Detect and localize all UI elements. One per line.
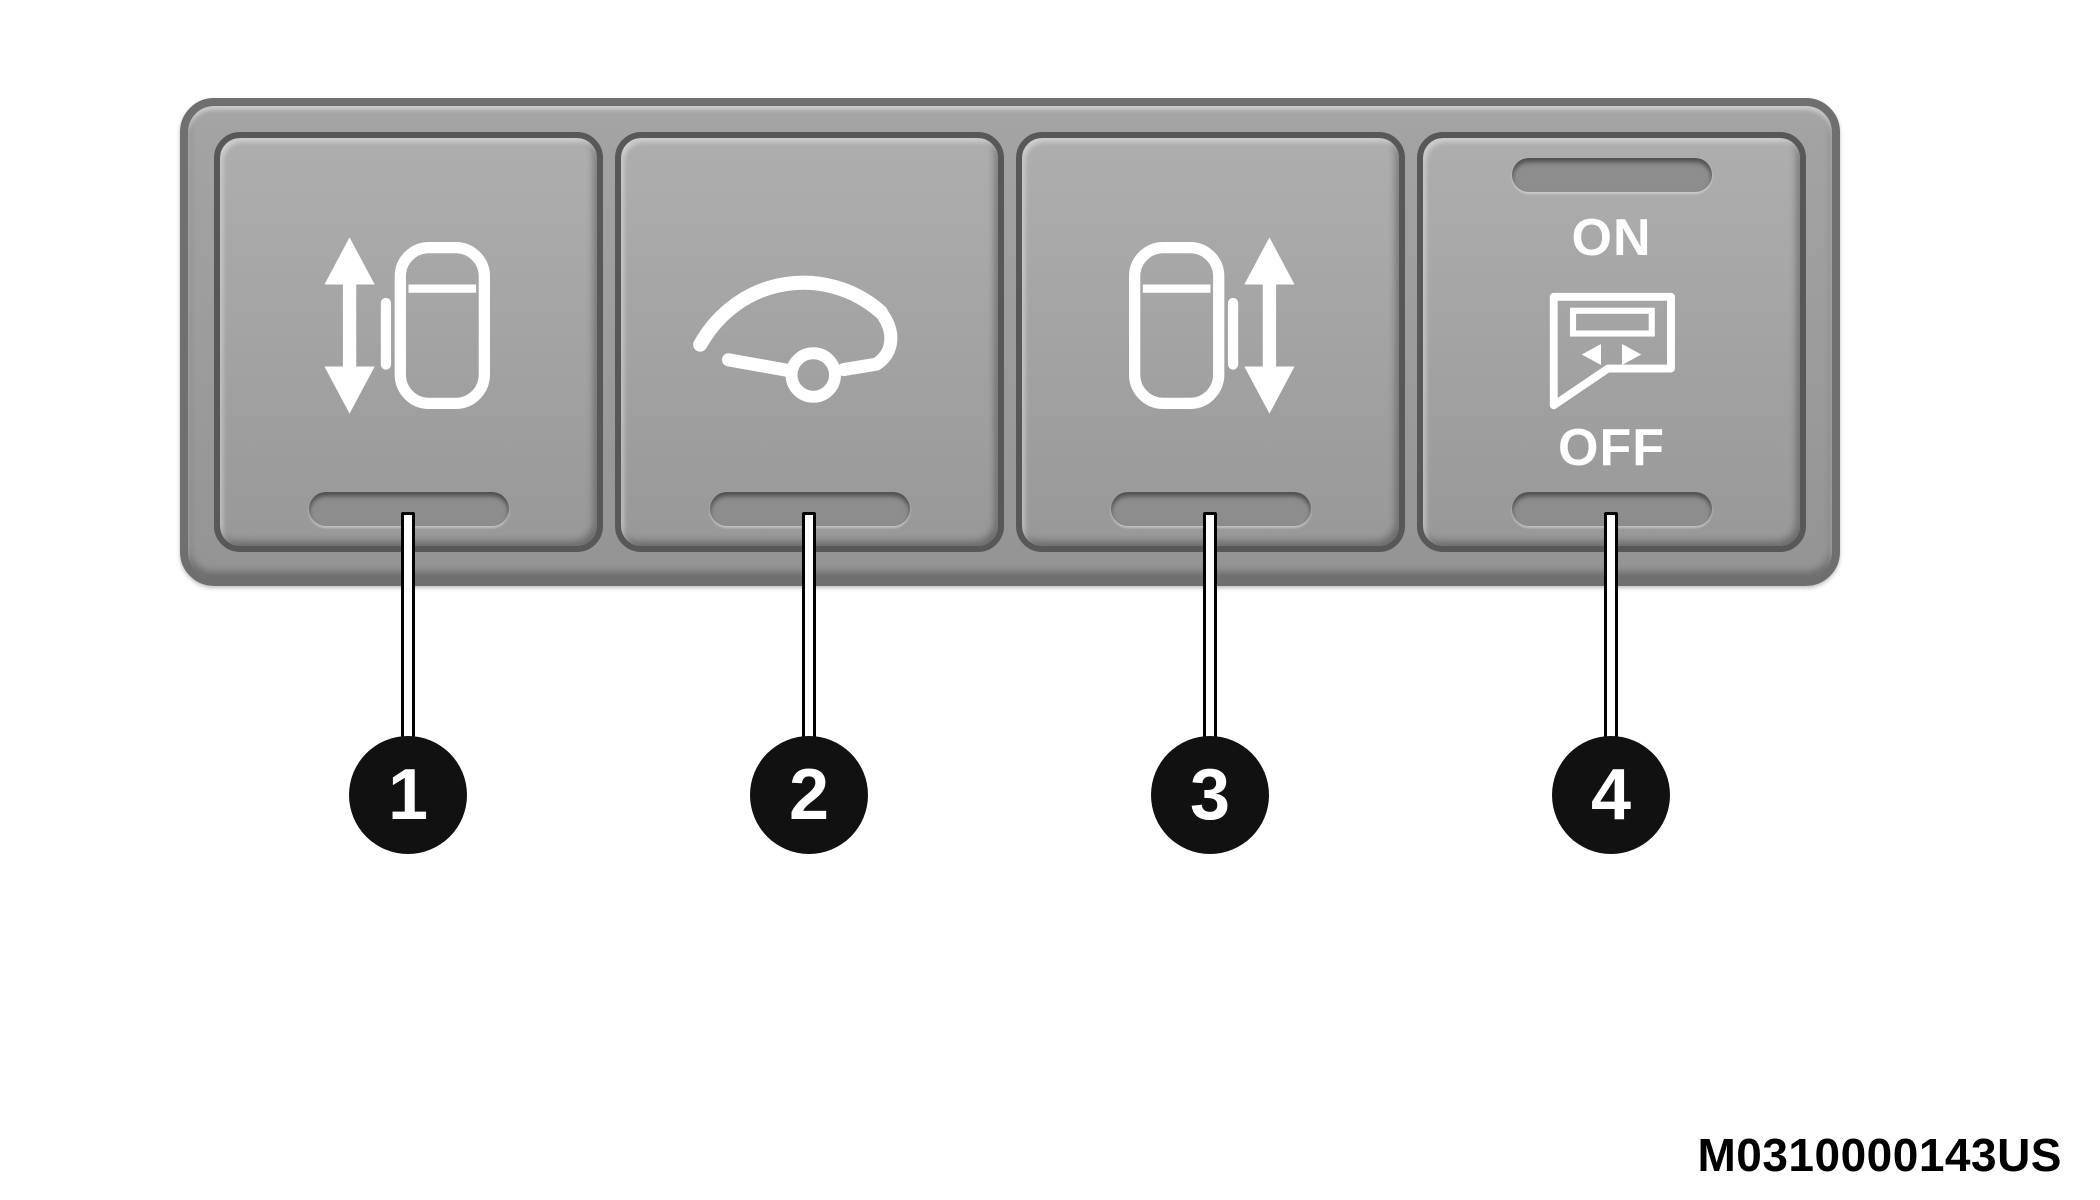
window-lockout-switch: ON OFF	[1417, 132, 1806, 552]
liftgate-button	[615, 132, 1004, 552]
on-label: ON	[1571, 209, 1652, 267]
switch-panel: ON OFF	[180, 98, 1840, 586]
right-sliding-door-icon	[1108, 223, 1313, 428]
callout-line-4	[1604, 512, 1618, 750]
callout-badge-2: 2	[750, 736, 868, 854]
indicator-pill	[1511, 158, 1712, 192]
callout-badge-1: 1	[349, 736, 467, 854]
callout-line-3	[1203, 512, 1217, 750]
lockout-switch-icon	[1524, 274, 1699, 414]
callout-number: 3	[1189, 755, 1231, 835]
callout-badge-3: 3	[1151, 736, 1269, 854]
off-label: OFF	[1558, 419, 1665, 477]
callout-number: 4	[1590, 755, 1632, 835]
figure-code: M0310000143US	[1697, 1129, 2062, 1181]
liftgate-icon	[685, 238, 935, 412]
callout-number: 1	[387, 755, 429, 835]
callout-line-1	[401, 512, 415, 750]
left-sliding-door-icon	[306, 223, 511, 428]
callout-badge-4: 4	[1552, 736, 1670, 854]
callout-number: 2	[788, 755, 830, 835]
left-sliding-door-button	[214, 132, 603, 552]
callout-line-2	[802, 512, 816, 750]
right-sliding-door-button	[1016, 132, 1405, 552]
